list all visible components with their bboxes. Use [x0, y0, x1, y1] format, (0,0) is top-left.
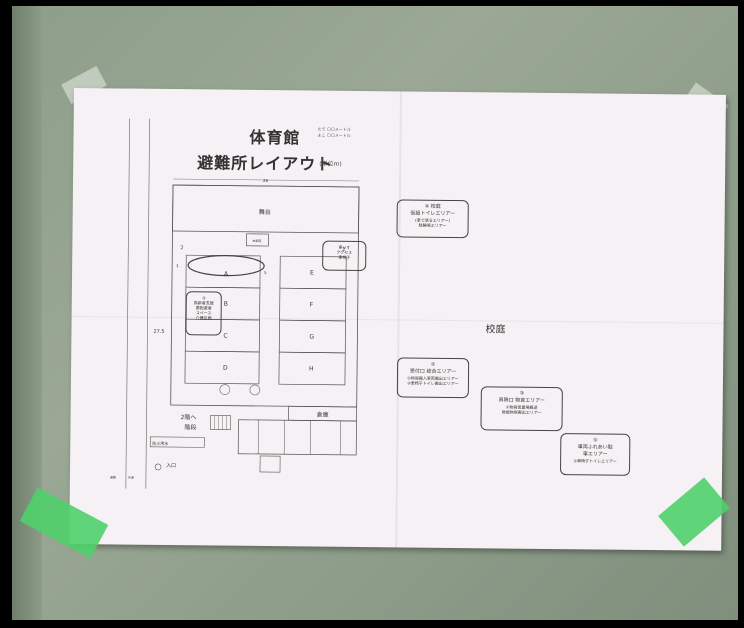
- svg-text:A: A: [224, 271, 229, 278]
- svg-text:本部席: 本部席: [252, 238, 261, 243]
- svg-text:防火用水: 防火用水: [152, 440, 168, 446]
- wheelchair-access-box: 車いす アクセス 車椅子: [322, 240, 367, 272]
- gym-floor-plan: 舞台 本部席 26 27.5 2 2 1 5 A B C D E F G H 2…: [110, 118, 360, 489]
- svg-text:H: H: [309, 365, 314, 372]
- courtyard-box-mid: ② 受付口 総合エリアー ①物資搬入車両搬出エリアー ②車椅子トイレ搬出エリアー: [396, 357, 470, 399]
- svg-text:F: F: [310, 301, 314, 308]
- courtyard-box-top: ④ 校庭 仮設トイレエリアー (車で送るエリアー) 駐輪場エリアー: [396, 199, 469, 239]
- svg-text:2: 2: [180, 245, 183, 251]
- svg-text:市道: 市道: [128, 475, 134, 480]
- svg-text:G: G: [309, 333, 314, 340]
- svg-text:倉庫: 倉庫: [317, 411, 329, 419]
- courtyard-box-right: ③ 昇降口 物資エリアー ①物資仮置場搬送 救援物資搬出エリアー: [480, 386, 563, 432]
- svg-text:B: B: [224, 301, 228, 308]
- svg-text:階段: 階段: [184, 423, 196, 431]
- svg-text:通路: 通路: [110, 474, 116, 479]
- svg-text:26: 26: [263, 178, 269, 183]
- svg-text:E: E: [310, 269, 314, 276]
- svg-text:2階へ: 2階へ: [181, 413, 197, 421]
- elderly-support-box: ③ 高齢者支援 要配慮者 スペース 介護区画: [185, 291, 222, 336]
- svg-text:27.5: 27.5: [153, 329, 164, 335]
- svg-text:C: C: [223, 333, 227, 340]
- courtyard-label: 校庭: [485, 324, 506, 336]
- svg-text:1: 1: [176, 263, 179, 268]
- evacuation-layout-poster: 体育館 たて 〇〇メートル よこ 〇〇メートル 避難所レイアウト (単位m): [69, 88, 726, 551]
- svg-text:D: D: [223, 365, 228, 372]
- stage-label: 舞台: [259, 208, 271, 216]
- courtyard-box-bottom: ⑤ 車両ふれあい駐 車エリアー ①車椅子トイレエリアー: [559, 433, 631, 476]
- svg-text:5: 5: [264, 270, 267, 275]
- svg-text:入口: 入口: [166, 463, 176, 469]
- svg-text:2: 2: [342, 247, 345, 253]
